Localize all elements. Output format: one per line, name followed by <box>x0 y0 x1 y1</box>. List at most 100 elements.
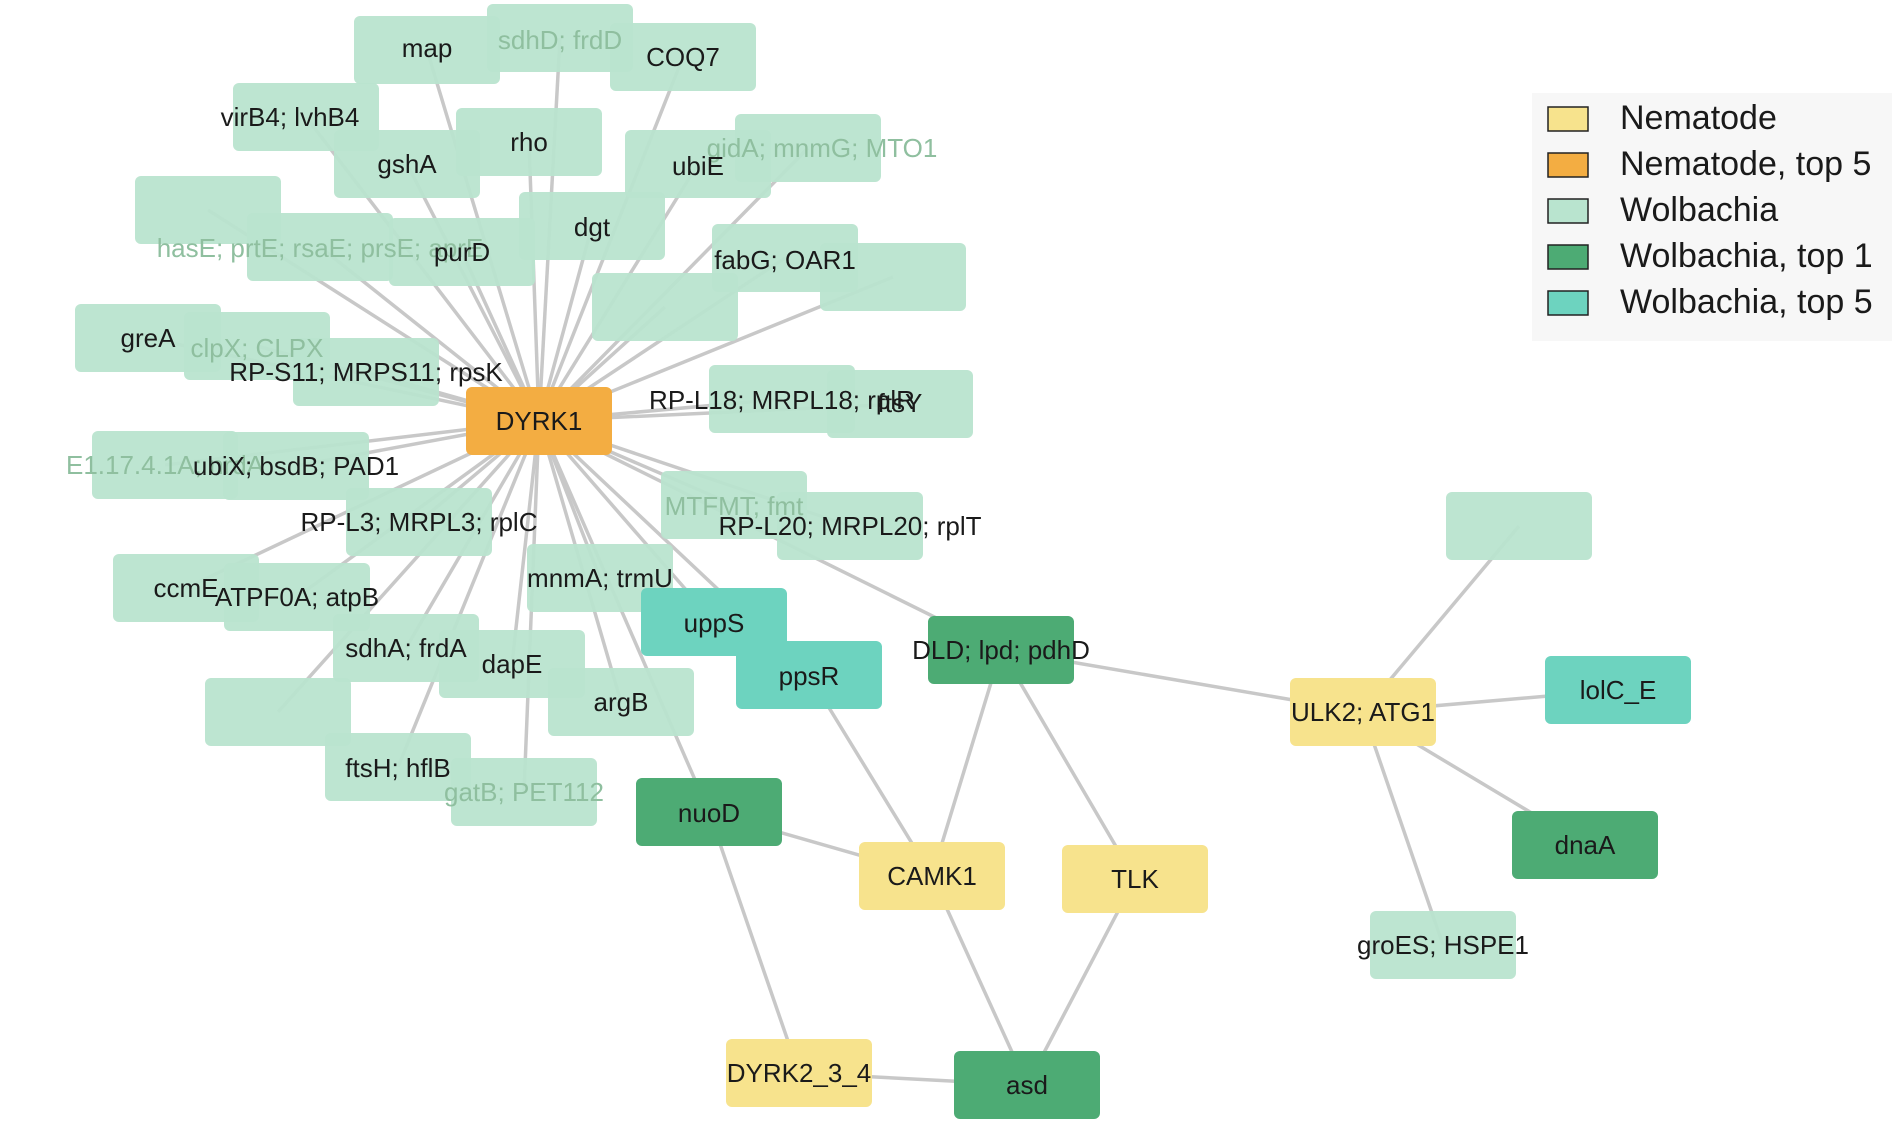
legend-label-wolbachia_top5: Wolbachia, top 5 <box>1620 283 1873 321</box>
edge-DYRK1-blank4 <box>276 419 541 714</box>
node-box-gidA <box>735 114 881 182</box>
node-box-ftsY <box>827 370 973 438</box>
node-box-rho <box>456 108 602 176</box>
node-box-argB <box>548 668 694 736</box>
node-box-ftsH <box>325 733 471 801</box>
node-label-dnaA: dnaA <box>1555 830 1616 860</box>
node-box-fmt <box>661 471 807 539</box>
edge-DYRK1-ftsH <box>396 420 541 768</box>
node-box-groES <box>1370 911 1516 979</box>
node-box-asd <box>954 1051 1100 1119</box>
node-label-CAMK1: CAMK1 <box>887 861 977 891</box>
node-box-E1 <box>92 431 238 499</box>
node-label-map: map <box>402 33 453 63</box>
node-box-dgt <box>519 192 665 260</box>
node-label-uppS: uppS <box>684 608 745 638</box>
node-label-lolC: lolC_E <box>1580 675 1657 705</box>
node-label-fmt: MTFMT; fmt <box>665 491 804 521</box>
node-label-DYRK2: DYRK2_3_4 <box>727 1058 872 1088</box>
legend-swatch-wolbachia_top1 <box>1547 244 1589 270</box>
node-box-mnmA <box>527 544 673 612</box>
legend-background <box>1532 93 1892 341</box>
node-label-greA: greA <box>121 323 177 353</box>
node-box-ppsR <box>736 641 882 709</box>
node-box-DLD <box>928 616 1074 684</box>
node-box-CAMK1 <box>859 842 1005 910</box>
node-box-blank1 <box>135 176 281 244</box>
node-label-gshA: gshA <box>377 149 437 179</box>
node-box-uppS <box>641 588 787 656</box>
edge-TLK-asd <box>1025 878 1137 1086</box>
node-label-ULK2: ULK2; ATG1 <box>1291 697 1435 727</box>
node-label-rplR: RP-L18; MRPL18; rplR <box>649 385 915 415</box>
legend-swatch-nematode <box>1547 106 1589 132</box>
node-box-ubiX <box>223 432 369 500</box>
node-box-ULK2 <box>1290 678 1436 746</box>
node-label-nuoD: nuoD <box>678 798 740 828</box>
node-label-purD: purD <box>434 237 490 267</box>
node-label-ftsY: ftsY <box>878 388 923 418</box>
legend-swatch-wolbachia_top5 <box>1547 290 1589 316</box>
node-box-blank5 <box>1446 492 1592 560</box>
node-box-ubiE <box>625 130 771 198</box>
edge-DLD-TLK <box>999 649 1137 880</box>
node-label-gidA: gidA; mnmG; MTO1 <box>707 133 938 163</box>
node-label-TLK: TLK <box>1111 864 1159 894</box>
edge-nuoD-DYRK2 <box>707 811 801 1074</box>
node-box-DYRK2 <box>726 1039 872 1107</box>
node-box-gatB <box>451 758 597 826</box>
node-label-asd: asd <box>1006 1070 1048 1100</box>
legend-label-wolbachia_top1: Wolbachia, top 1 <box>1620 237 1873 275</box>
node-label-DLD: DLD; lpd; pdhD <box>912 635 1090 665</box>
node-box-lolC <box>1545 656 1691 724</box>
node-box-ccmE <box>113 554 259 622</box>
legend-swatch-wolbachia <box>1547 198 1589 224</box>
node-label-ftsH: ftsH; hflB <box>345 753 450 783</box>
node-label-ubiE: ubiE <box>672 151 724 181</box>
node-label-mnmA: mnmA; trmU <box>527 563 673 593</box>
node-box-blank2 <box>592 273 738 341</box>
node-box-purD <box>389 218 535 286</box>
node-label-groES: groES; HSPE1 <box>1357 930 1529 960</box>
node-label-fabG: fabG; OAR1 <box>714 245 856 275</box>
node-box-rpsK <box>293 338 439 406</box>
edge-DYRK1-gshA <box>405 163 541 422</box>
edge-ULK2-groES <box>1361 711 1445 946</box>
node-box-COQ7 <box>610 23 756 91</box>
node-box-TLK <box>1062 845 1208 913</box>
node-label-DYRK1: DYRK1 <box>496 406 583 436</box>
legend-swatch-nematode_top5 <box>1547 152 1589 178</box>
node-label-ccmE: ccmE <box>154 573 219 603</box>
node-label-argB: argB <box>594 687 649 717</box>
node-box-blank3 <box>820 243 966 311</box>
node-label-atpB: ATPF0A; atpB <box>215 582 379 612</box>
node-label-rpsK: RP-S11; MRPS11; rpsK <box>229 357 503 387</box>
node-box-sdhD <box>487 4 633 72</box>
edge-DYRK1-dapE <box>510 420 541 665</box>
node-label-dapE: dapE <box>482 649 543 679</box>
legend-label-wolbachia: Wolbachia <box>1620 191 1778 229</box>
node-label-rplT: RP-L20; MRPL20; rplT <box>719 511 982 541</box>
node-box-nuoD <box>636 778 782 846</box>
node-label-sdhD: sdhD; frdD <box>498 25 622 55</box>
node-label-ubiX: ubiX; bsdB; PAD1 <box>193 451 399 481</box>
node-label-gatB: gatB; PET112 <box>444 777 604 807</box>
node-label-hasE: hasE; prtE; rsaE; prsE; aprE <box>157 233 484 263</box>
edge-DYRK1-nuoD <box>537 420 711 813</box>
node-label-sdhA: sdhA; frdA <box>345 633 467 663</box>
node-label-virB4: virB4; lvhB4 <box>221 102 360 132</box>
node-box-map <box>354 16 500 84</box>
node-box-rplR <box>709 365 855 433</box>
edge-CAMK1-asd <box>930 875 1029 1086</box>
node-box-rplC <box>346 488 492 556</box>
node-box-blank4 <box>205 678 351 746</box>
node-label-E1: E1.17.4.1A; nrdA <box>66 450 265 480</box>
edge-DLD-CAMK1 <box>930 649 1003 877</box>
node-label-clpX: clpX; CLPX <box>191 333 324 363</box>
node-box-hasE <box>247 213 393 281</box>
node-box-DYRK1 <box>466 387 612 455</box>
node-label-ppsR: ppsR <box>779 661 840 691</box>
